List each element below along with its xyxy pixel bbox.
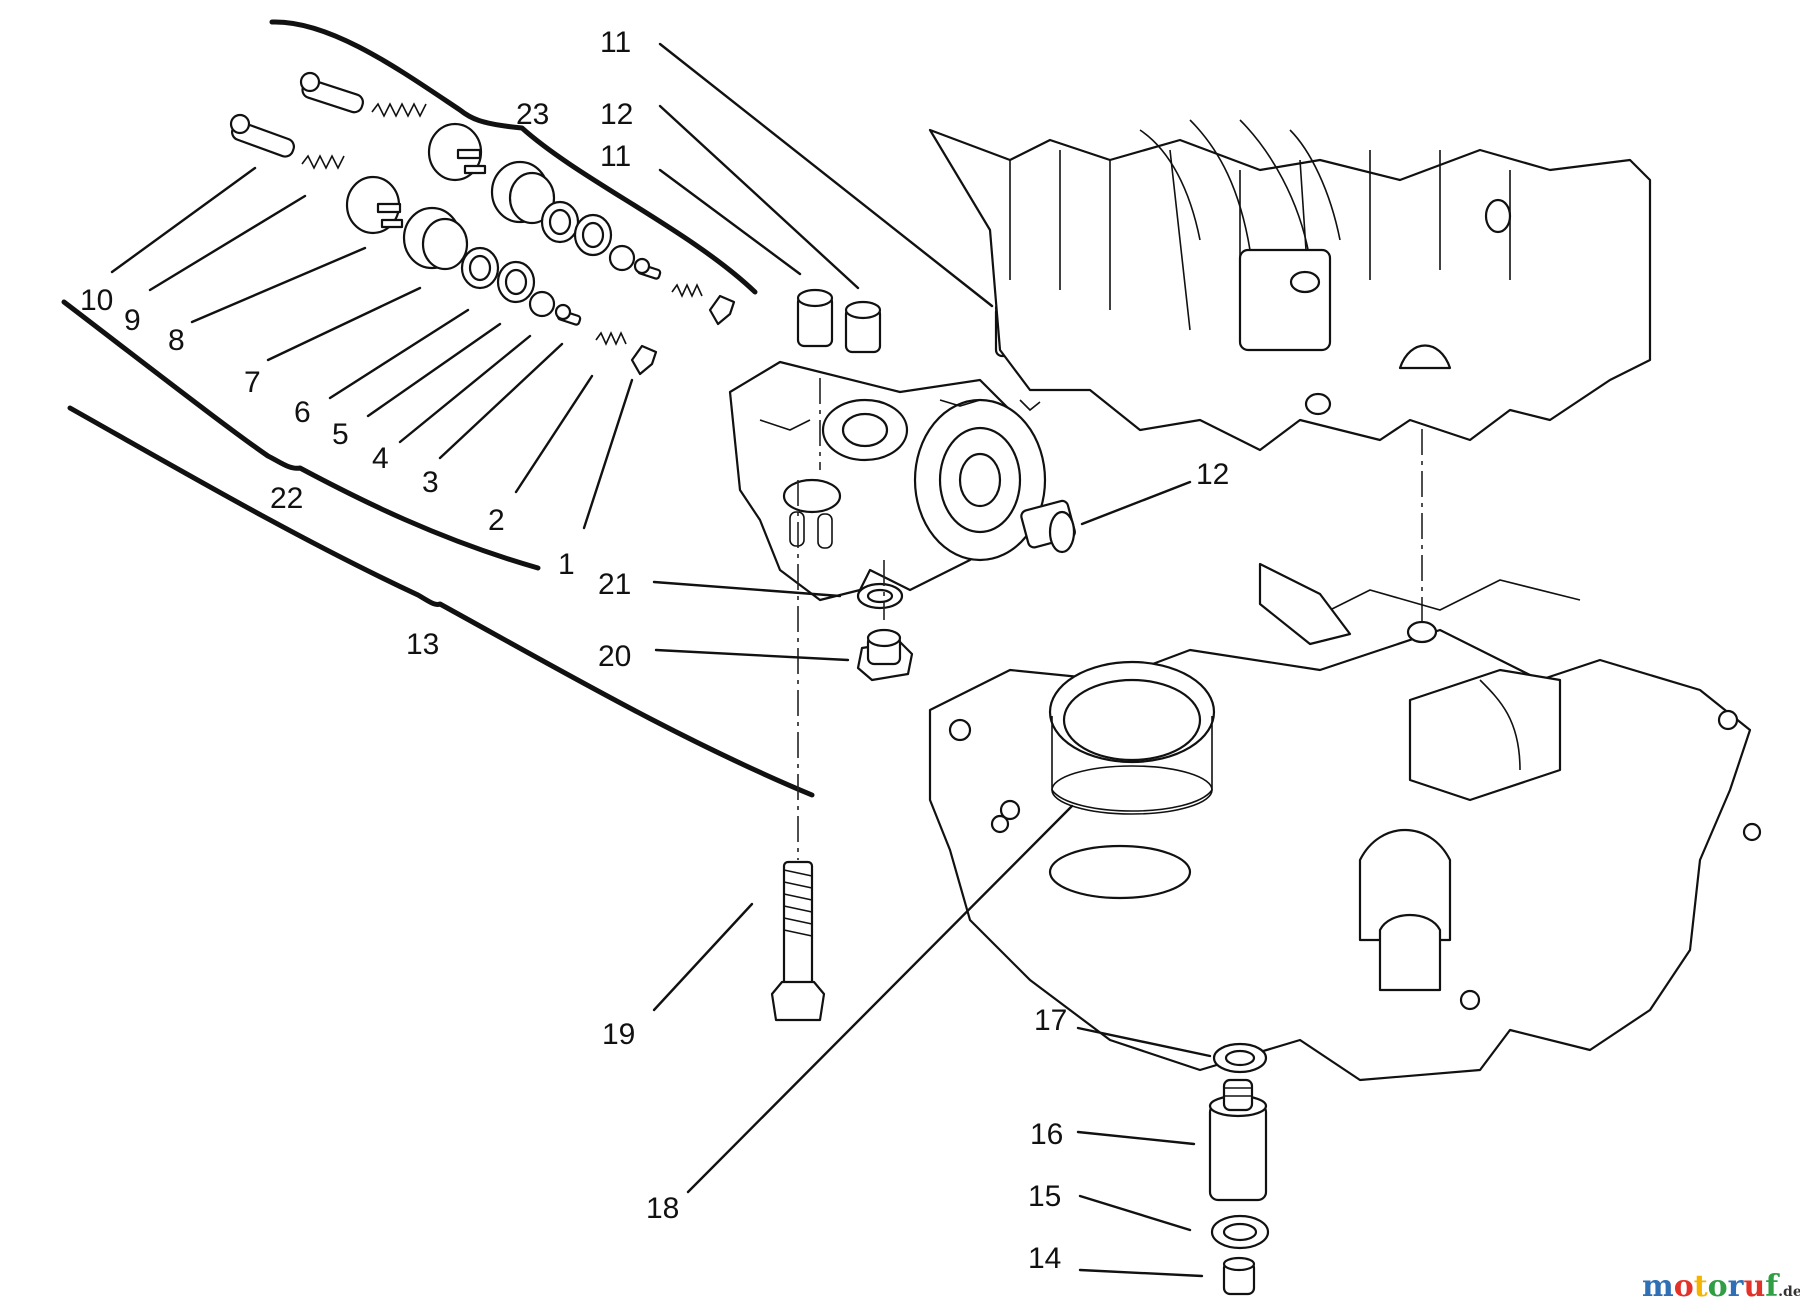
- callout-7: 7: [244, 366, 261, 399]
- watermark-suffix: .de: [1778, 1284, 1800, 1300]
- callout-15: 15: [1028, 1180, 1061, 1213]
- callout-labels: 1 2 3 4 5 6 7 8 9 10 11 12 11 12 13 14 1…: [80, 26, 1229, 1275]
- callout-16: 16: [1030, 1118, 1063, 1151]
- upper-housing: [928, 119, 1652, 452]
- callout-4: 4: [372, 442, 389, 475]
- callout-19: 19: [602, 1018, 635, 1051]
- bolt-19: [770, 860, 826, 1022]
- callout-21: 21: [598, 568, 631, 601]
- callout-9: 9: [124, 304, 141, 337]
- brace-22: [61, 299, 541, 571]
- callout-14: 14: [1028, 1242, 1061, 1275]
- callout-3: 3: [422, 466, 439, 499]
- callout-12b: 12: [1196, 458, 1229, 491]
- brace-23: [269, 19, 758, 295]
- watermark-letter: o: [1708, 1269, 1728, 1304]
- valve-assembly-23: [299, 71, 736, 326]
- callout-8: 8: [168, 324, 185, 357]
- callout-2: 2: [488, 504, 505, 537]
- callout-13: 13: [406, 628, 439, 661]
- callout-20: 20: [598, 640, 631, 673]
- callout-22: 22: [270, 482, 303, 515]
- washer-and-plug: [856, 582, 914, 682]
- watermark-text: motoruf: [1642, 1269, 1780, 1304]
- callout-6: 6: [294, 396, 311, 429]
- callout-11a: 11: [600, 26, 631, 59]
- valve-assembly-22: [229, 113, 658, 376]
- callout-23: 23: [516, 98, 549, 131]
- callout-12a: 12: [600, 98, 633, 131]
- lower-case: [928, 562, 1762, 1082]
- watermark-letter: o: [1674, 1269, 1694, 1304]
- watermark-letter: f: [1765, 1269, 1780, 1304]
- callout-5: 5: [332, 418, 349, 451]
- leader-lines: [110, 42, 1212, 1278]
- callout-18: 18: [646, 1192, 679, 1225]
- watermark-letter: m: [1642, 1269, 1674, 1304]
- callout-11b: 11: [600, 140, 631, 173]
- brace-13: [67, 405, 815, 798]
- watermark-letter: t: [1694, 1269, 1708, 1304]
- callout-17: 17: [1034, 1004, 1067, 1037]
- check-valve-parts: [1208, 1042, 1270, 1296]
- charge-pump-housing: [728, 360, 1047, 602]
- callout-10: 10: [80, 284, 113, 317]
- callout-1: 1: [558, 548, 575, 581]
- watermark-logo: motoruf.de: [1642, 1269, 1800, 1304]
- watermark-letter: u: [1743, 1269, 1765, 1304]
- watermark-letter: r: [1728, 1269, 1745, 1304]
